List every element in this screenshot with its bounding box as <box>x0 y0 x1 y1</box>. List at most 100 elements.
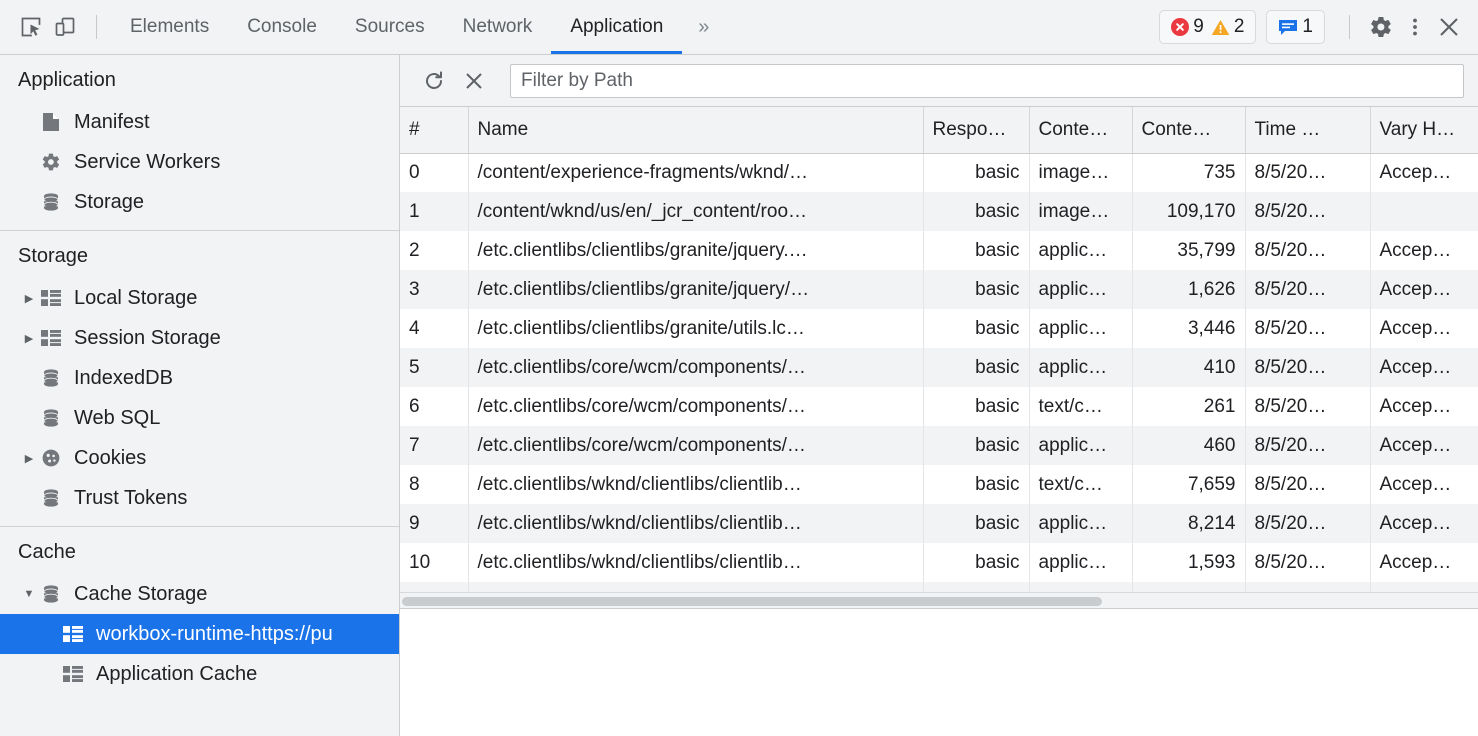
table-cell: basic <box>923 309 1030 348</box>
table-cell: 109,170 <box>1132 192 1246 231</box>
table-cell: 410 <box>1132 348 1246 387</box>
column-header-name[interactable]: Name <box>468 107 924 154</box>
table-row[interactable]: 8/etc.clientlibs/wknd/clientlibs/clientl… <box>400 465 1478 504</box>
table-cell: basic <box>923 465 1030 504</box>
message-counter[interactable]: 1 <box>1278 16 1313 38</box>
warning-counter[interactable]: 2 <box>1211 16 1244 38</box>
table-cell: 460 <box>1132 426 1246 465</box>
table-row[interactable]: 7/etc.clientlibs/core/wcm/components/…ba… <box>400 426 1478 465</box>
sidebar-item-workbox-runtime-cache[interactable]: workbox-runtime-https://pu <box>0 614 399 654</box>
table-cell: 6 <box>400 387 469 426</box>
table-row[interactable]: 1/content/wknd/us/en/_jcr_content/roo…ba… <box>400 192 1478 231</box>
table-cell: 8 <box>400 465 469 504</box>
chevron-right-icon[interactable]: ▶ <box>24 292 34 305</box>
message-icon <box>1278 19 1298 36</box>
table-cell: /etc.clientlibs/clientlibs/granite/utils… <box>468 309 924 348</box>
sidebar-item-trust-tokens[interactable]: ▶ Trust Tokens <box>0 478 399 518</box>
tab-label: Elements <box>130 16 210 37</box>
chevron-right-icon[interactable]: ▶ <box>24 332 34 345</box>
table-cell: /etc.clientlibs/core/wcm/components/… <box>468 348 924 387</box>
column-header-vary-header[interactable]: Vary H… <box>1370 107 1478 154</box>
column-header-index[interactable]: # <box>400 107 469 154</box>
table-row[interactable]: 0/content/experience-fragments/wknd/…bas… <box>400 153 1478 192</box>
table-cell: /etc.clientlibs/wknd/clientlibs/clientli… <box>468 504 924 543</box>
table-cell: basic <box>923 153 1030 192</box>
sidebar-item-manifest[interactable]: Manifest <box>0 102 399 142</box>
sidebar-item-indexeddb[interactable]: ▶ IndexedDB <box>0 358 399 398</box>
column-header-content-length[interactable]: Conte… <box>1132 107 1246 154</box>
sidebar-section-application: Application Manifest <box>0 55 399 231</box>
scrollbar-thumb[interactable] <box>402 597 1102 606</box>
chevron-down-icon[interactable]: ▼ <box>23 588 35 600</box>
tab-sources[interactable]: Sources <box>336 0 444 54</box>
table-cell: basic <box>923 543 1030 582</box>
sidebar-item-application-cache[interactable]: Application Cache <box>0 654 399 694</box>
sidebar-item-storage[interactable]: Storage <box>0 182 399 222</box>
device-toolbar-icon[interactable] <box>48 10 82 44</box>
tab-network[interactable]: Network <box>444 0 552 54</box>
gear-icon[interactable] <box>1364 10 1398 44</box>
inspect-element-icon[interactable] <box>14 10 48 44</box>
filter-by-path-input[interactable] <box>510 63 1464 98</box>
sidebar-item-session-storage[interactable]: ▶ Session Storage <box>0 318 399 358</box>
more-vertical-icon[interactable] <box>1398 10 1432 44</box>
table-row[interactable]: 6/etc.clientlibs/core/wcm/components/…ba… <box>400 387 1478 426</box>
column-header-response-type[interactable]: Respo… <box>923 107 1030 154</box>
refresh-icon[interactable] <box>416 64 452 98</box>
table-cell: 1 <box>400 192 469 231</box>
cookie-icon <box>40 447 62 469</box>
cache-toolbar <box>400 55 1478 107</box>
table-row[interactable]: 3/etc.clientlibs/clientlibs/granite/jque… <box>400 270 1478 309</box>
database-icon <box>40 407 62 429</box>
more-tabs-icon[interactable]: » <box>698 15 710 38</box>
table-cell <box>1370 192 1478 231</box>
horizontal-scrollbar[interactable] <box>400 592 1478 608</box>
table-row[interactable]: 10/etc.clientlibs/wknd/clientlibs/client… <box>400 543 1478 582</box>
table-cell: 1,593 <box>1132 543 1246 582</box>
table-icon <box>62 623 84 645</box>
table-row[interactable]: 2/etc.clientlibs/clientlibs/granite/jque… <box>400 231 1478 270</box>
sidebar-item-cookies[interactable]: ▶ Cookies <box>0 438 399 478</box>
table-cell: applic… <box>1029 309 1133 348</box>
table-cell: basic <box>923 426 1030 465</box>
table-header-row: # Name Respo… Conte… Conte… Time … Vary … <box>400 107 1478 154</box>
table-cell: 8/5/20… <box>1245 387 1371 426</box>
column-header-time-cached[interactable]: Time … <box>1245 107 1371 154</box>
sidebar-item-cache-storage[interactable]: ▼ Cache Storage <box>0 574 399 614</box>
messages-counter-group[interactable]: 1 <box>1266 10 1325 44</box>
table-cell: basic <box>923 231 1030 270</box>
table-cell: Accep… <box>1370 504 1478 543</box>
cache-entries-grid[interactable]: # Name Respo… Conte… Conte… Time … Vary … <box>400 107 1478 609</box>
close-icon[interactable] <box>1432 10 1466 44</box>
cache-entries-table: # Name Respo… Conte… Conte… Time … Vary … <box>400 107 1478 608</box>
table-cell: 2 <box>400 231 469 270</box>
sidebar-section-title: Cache <box>18 541 76 563</box>
issues-counter-group[interactable]: 9 2 <box>1159 10 1257 44</box>
table-row[interactable]: 5/etc.clientlibs/core/wcm/components/…ba… <box>400 348 1478 387</box>
application-sidebar[interactable]: Application Manifest <box>0 55 400 736</box>
table-cell: Accep… <box>1370 309 1478 348</box>
sidebar-item-label: Storage <box>74 190 145 213</box>
column-header-content-type[interactable]: Conte… <box>1029 107 1133 154</box>
sidebar-item-service-workers[interactable]: Service Workers <box>0 142 399 182</box>
table-row[interactable]: 4/etc.clientlibs/clientlibs/granite/util… <box>400 309 1478 348</box>
error-counter[interactable]: 9 <box>1171 16 1204 38</box>
tab-console[interactable]: Console <box>228 0 336 54</box>
sidebar-item-local-storage[interactable]: ▶ Local Storage <box>0 278 399 318</box>
tab-application[interactable]: Application <box>551 0 683 54</box>
tab-elements[interactable]: Elements <box>111 0 228 54</box>
delete-icon[interactable] <box>456 64 492 98</box>
table-cell: 8/5/20… <box>1245 270 1371 309</box>
chevron-right-icon[interactable]: ▶ <box>24 452 34 465</box>
table-cell: 7 <box>400 426 469 465</box>
table-cell: image… <box>1029 192 1133 231</box>
sidebar-item-web-sql[interactable]: ▶ Web SQL <box>0 398 399 438</box>
table-icon <box>62 663 84 685</box>
gear-icon <box>40 151 62 173</box>
devtools-body: Application Manifest <box>0 55 1478 736</box>
table-row[interactable]: 9/etc.clientlibs/wknd/clientlibs/clientl… <box>400 504 1478 543</box>
document-icon <box>40 111 62 133</box>
table-cell: 8/5/20… <box>1245 465 1371 504</box>
table-cell: 3,446 <box>1132 309 1246 348</box>
table-cell: 7,659 <box>1132 465 1246 504</box>
